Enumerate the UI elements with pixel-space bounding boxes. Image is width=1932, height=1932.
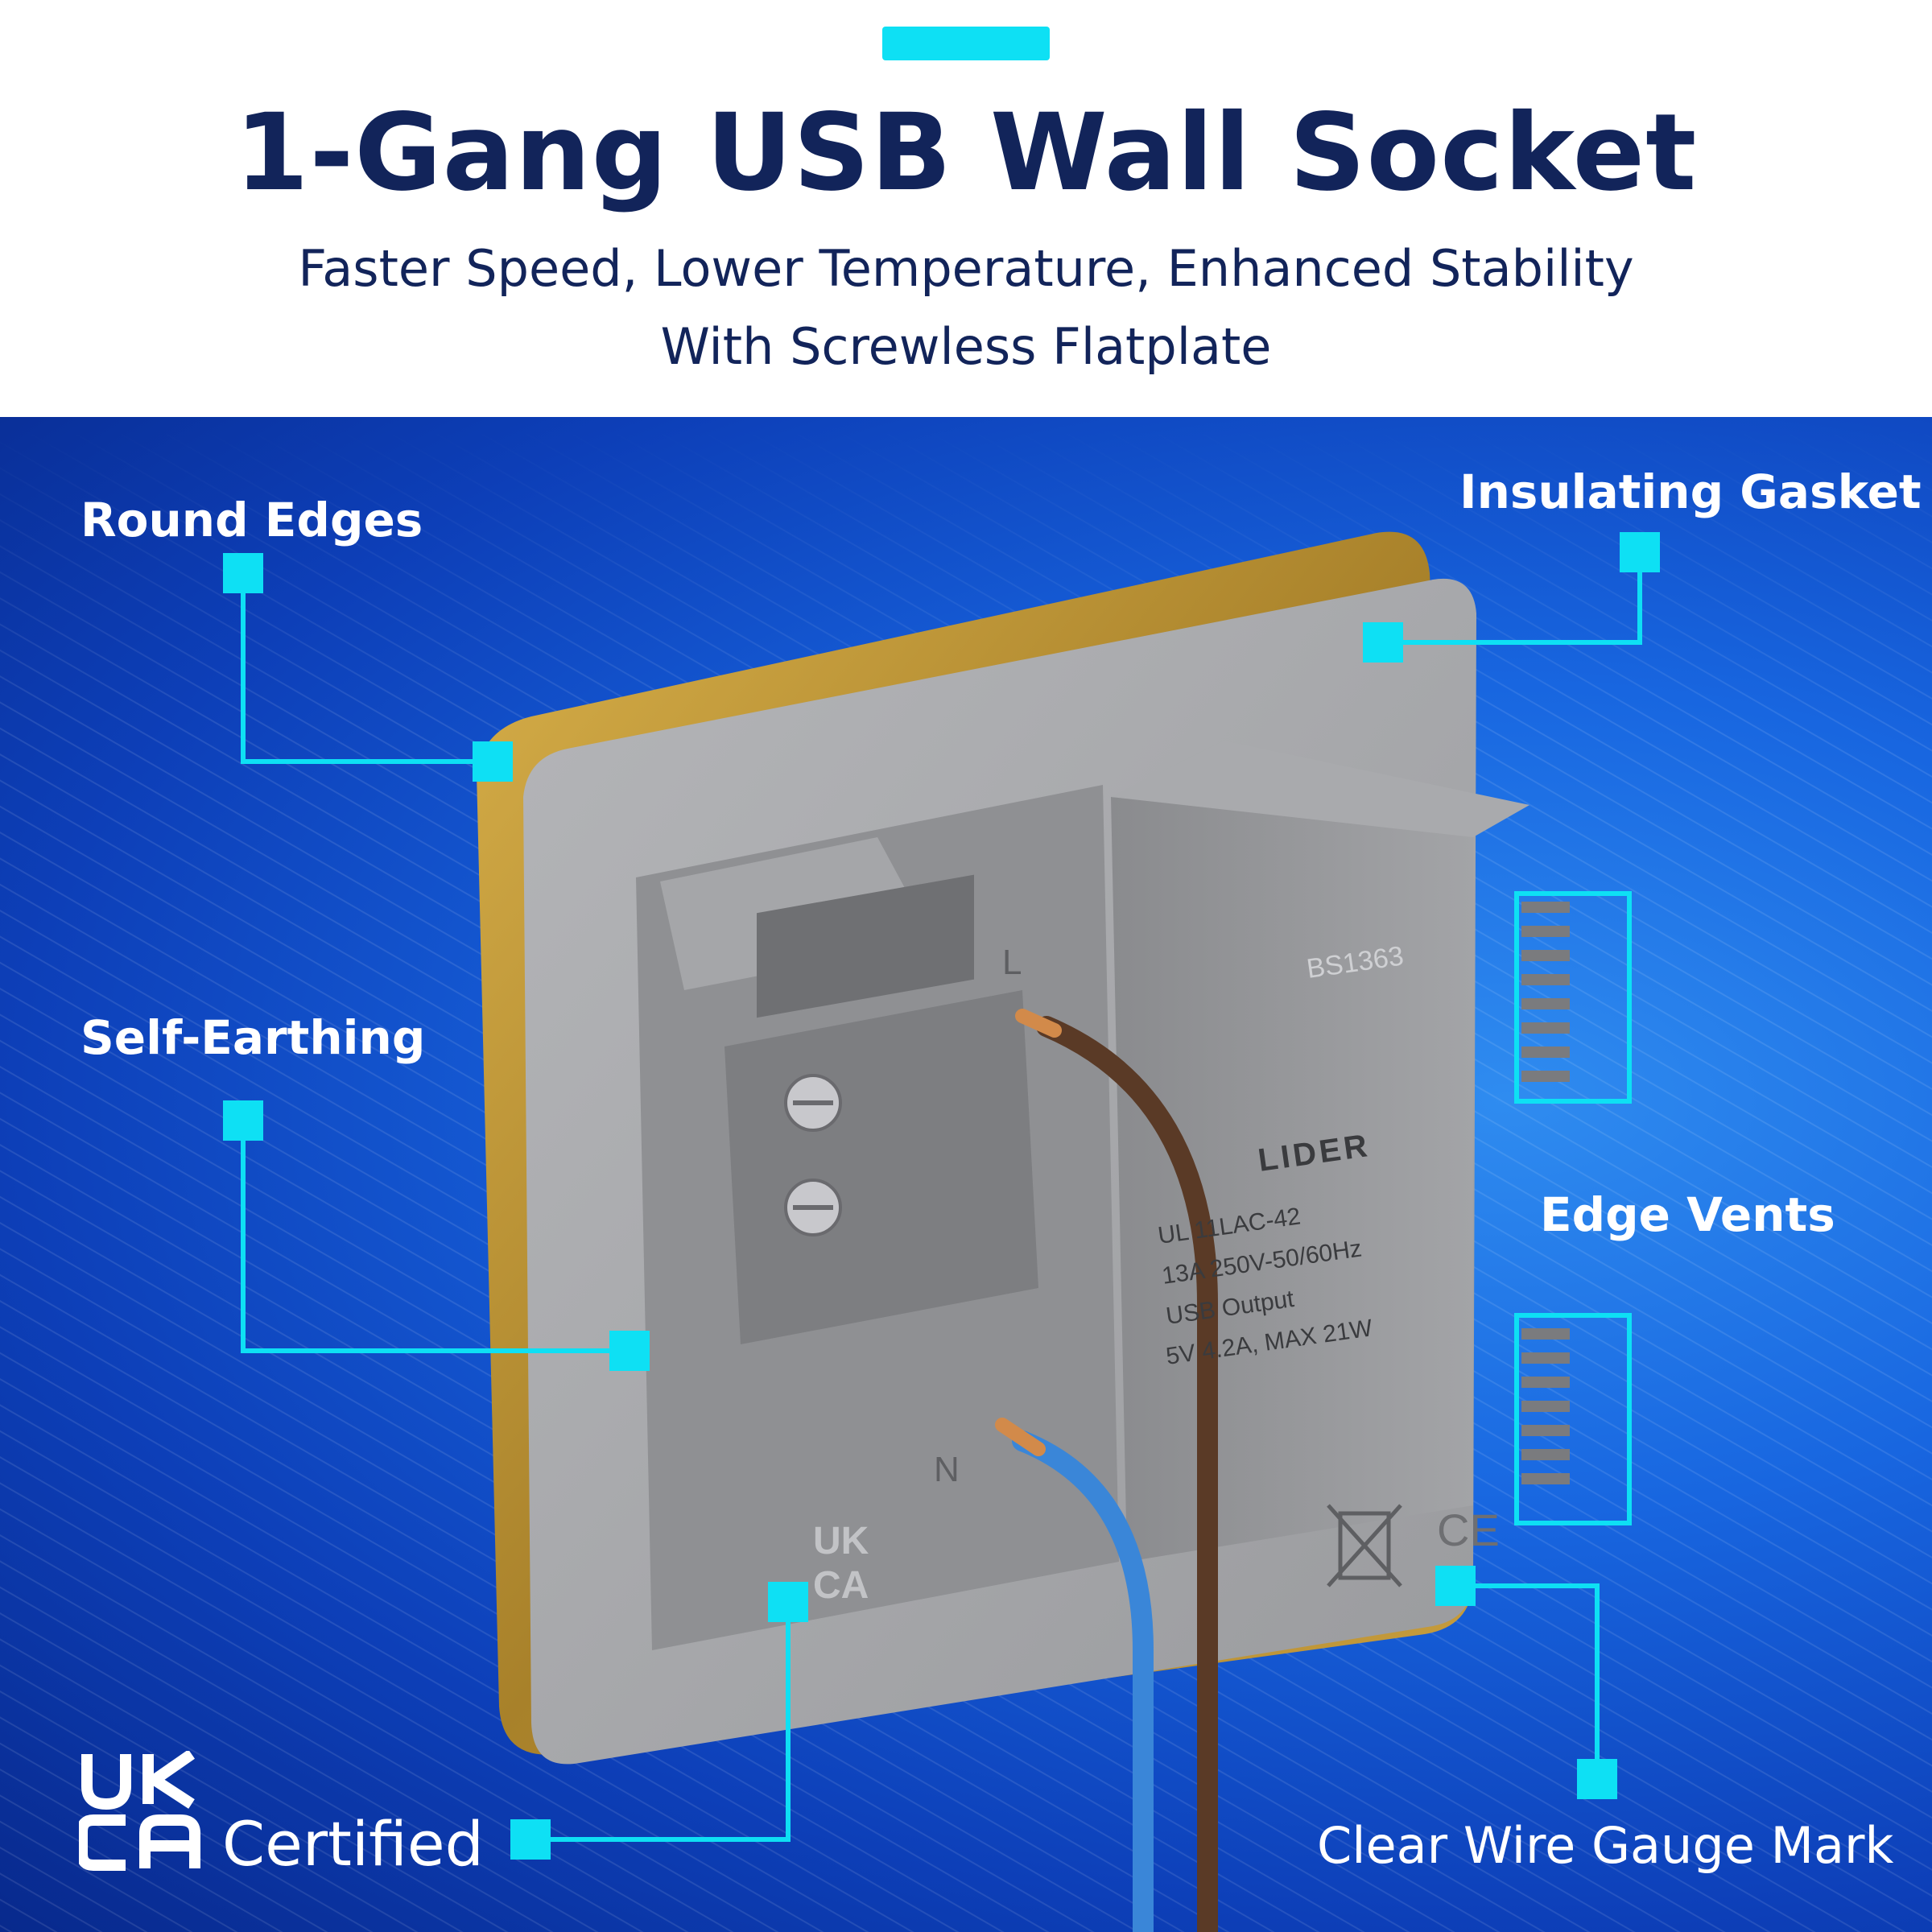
blue-wire [1012, 1430, 1154, 1932]
label-cert-line1: UK [813, 1520, 869, 1563]
brown-wire [1036, 1016, 1218, 1932]
callout-edge-vents: Edge Vents [1540, 1187, 1835, 1242]
accent-bar [882, 27, 1050, 60]
callout-round-edges: Round Edges [80, 493, 423, 547]
edge-vent-upper [1521, 902, 1570, 1082]
usb-module-top [1111, 741, 1530, 837]
blue-wire-copper-end [995, 1418, 1046, 1456]
label-terminal-live: L [1002, 943, 1022, 982]
page-title: 1-Gang USB Wall Socket [234, 91, 1698, 215]
callout-certified: Certified [222, 1808, 484, 1880]
callout-insulating-gasket: Insulating Gasket [1459, 464, 1922, 519]
subtitle-line-1: Faster Speed, Lower Temperature, Enhance… [298, 239, 1634, 298]
brown-wire-copper-end [1015, 1009, 1062, 1038]
subtitle-line-2: With Screwless Flatplate [660, 317, 1272, 376]
ukca-logo-icon [79, 1751, 200, 1871]
callout-clear-wire-gauge-mark: Clear Wire Gauge Mark [1317, 1816, 1894, 1875]
callout-self-earthing: Self-Earthing [80, 1010, 426, 1065]
terminal-block [724, 990, 1038, 1344]
usb-module [1111, 797, 1473, 1562]
terminal-cage-top [757, 874, 974, 1018]
edge-vent-lower [1521, 1328, 1570, 1484]
weee-bin-icon [1327, 1504, 1402, 1587]
label-ce-mark: CE [1437, 1505, 1500, 1555]
label-terminal-neutral: N [934, 1450, 960, 1489]
label-cert-line2: CA [813, 1564, 869, 1607]
